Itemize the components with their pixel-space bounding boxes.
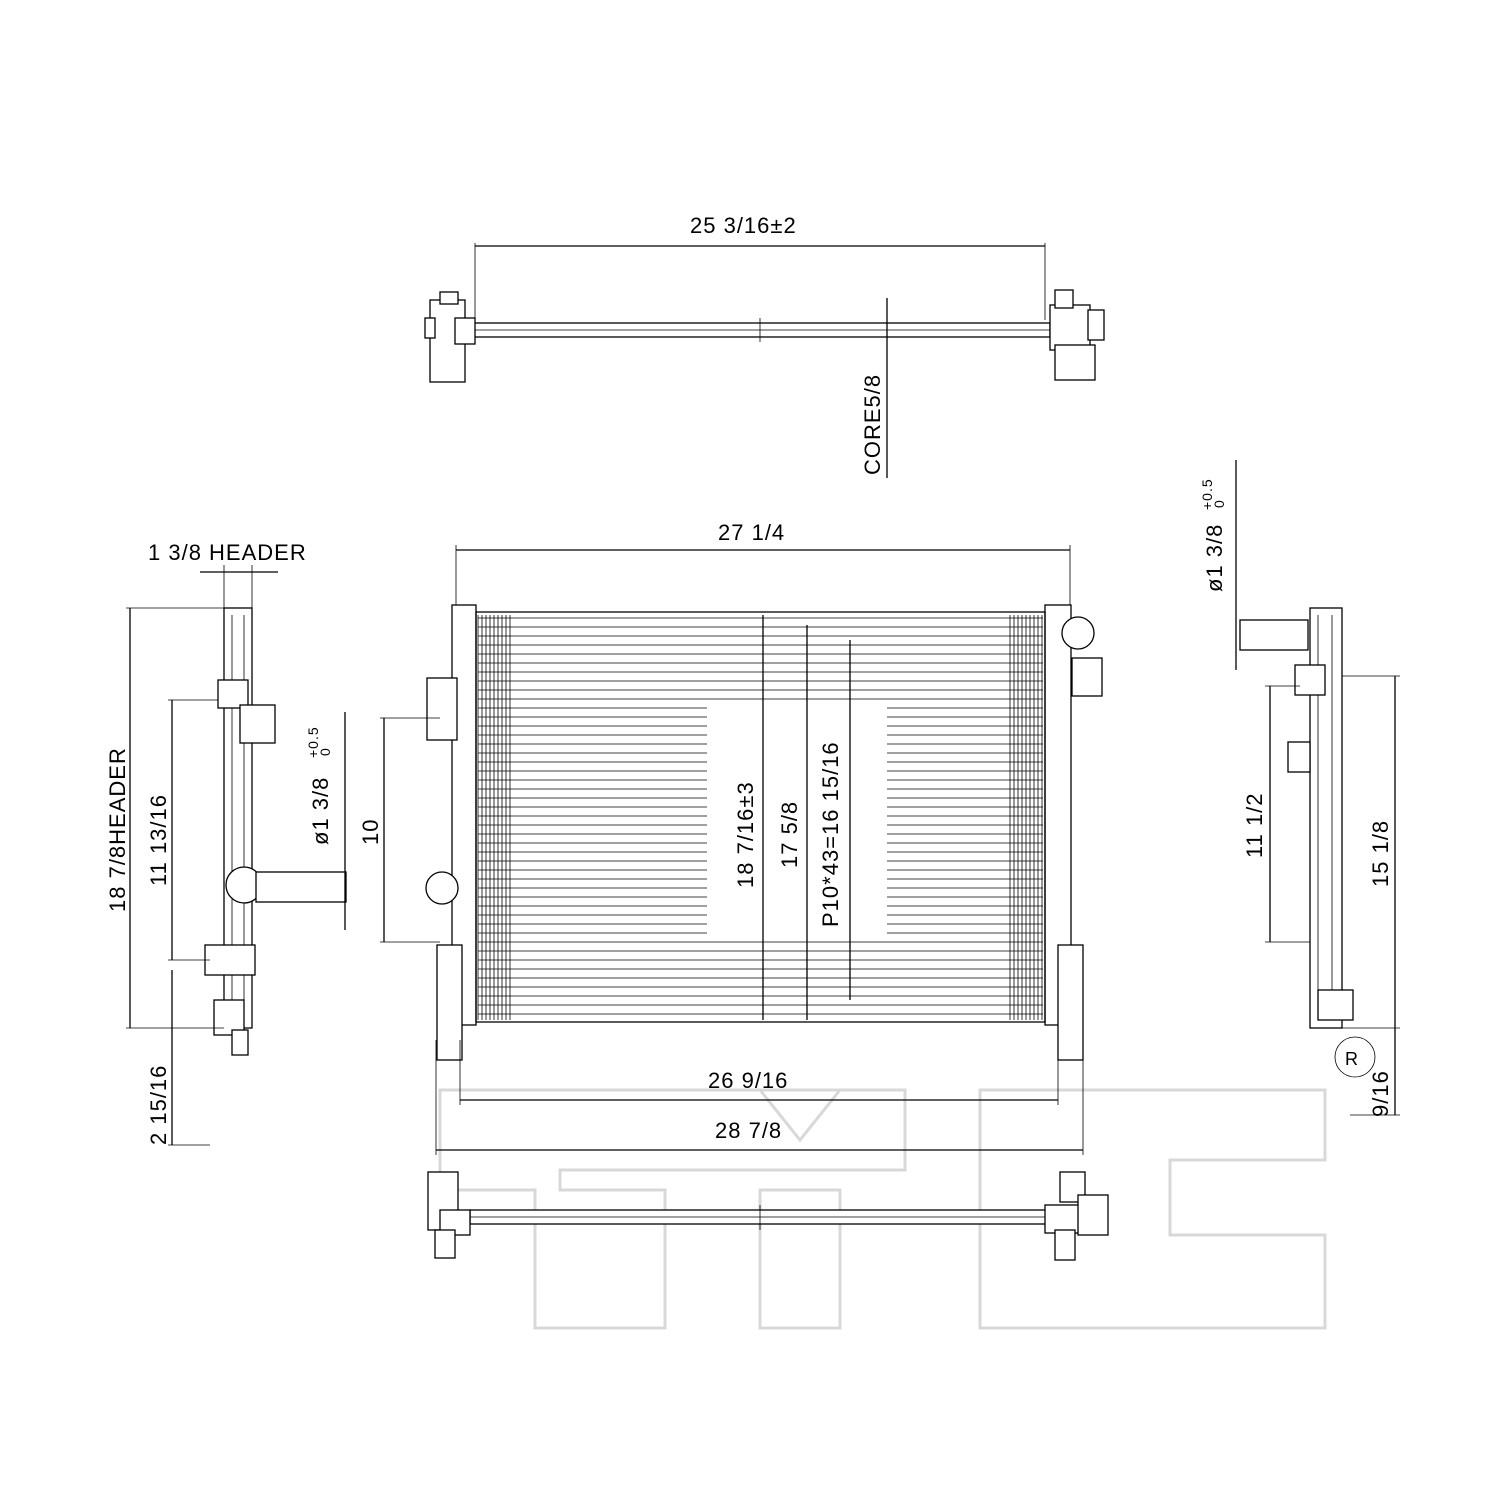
front-view: 27 1/4 18 7/16±3 17 5/8 P10*43=16 15/16 … (358, 520, 1103, 1155)
outlet-tolerance-upper: +0.5 (1199, 478, 1215, 510)
right-bottom-offset-label: 9/16 (1368, 1070, 1393, 1117)
front-left-bracket (426, 677, 458, 741)
left-inlet-pipe (255, 871, 347, 903)
header-height-label: 18 7/8HEADER (105, 747, 130, 912)
bottom-view (427, 1171, 1109, 1261)
right-outlet-pipe (1239, 619, 1309, 651)
registered-mark-circle (1334, 1036, 1376, 1078)
overall-width-label: 27 1/4 (718, 520, 785, 545)
total-width-label: 28 7/8 (715, 1118, 782, 1143)
front-core (475, 611, 1046, 1023)
core-width-label: 26 9/16 (708, 1068, 788, 1093)
tyc-watermark-logo: R (438, 1036, 1376, 1330)
core-label: CORE5/8 (860, 374, 885, 475)
right-height-label: 15 1/8 (1368, 820, 1393, 887)
front-outlet-port (1061, 616, 1095, 650)
left-side-view: 1 3/8 HEADER 18 7/8HEADER 11 13/16 ø1 3/… (105, 540, 347, 1146)
header-width-label: 1 3/8 HEADER (148, 540, 307, 565)
top-width-label: 25 3/16±2 (690, 213, 797, 238)
front-inlet-port (425, 871, 459, 905)
core-height-label: 18 7/16±3 (733, 781, 758, 888)
fin-pitch-label: P10*43=16 15/16 (818, 741, 843, 927)
top-view: 25 3/16±2 CORE5/8 (424, 213, 1105, 478)
bottom-offset-label: 2 15/16 (146, 1065, 171, 1145)
inlet-tolerance-upper: +0.5 (305, 726, 321, 758)
outlet-position-label: 11 1/2 (1242, 792, 1267, 858)
bottom-right-tank (1059, 1171, 1086, 1203)
inlet-position-label: 11 13/16 (146, 794, 171, 886)
front-left-tank (451, 604, 477, 1026)
inlet-offset-label: 10 (358, 819, 383, 845)
outlet-tolerance-lower: 0 (1211, 499, 1227, 508)
right-side-view: ø1 3/8 +0.5 0 11 1/2 15 1/8 9/16 (1199, 460, 1400, 1117)
inlet-diameter-label: ø1 3/8 (308, 777, 333, 845)
registered-mark: R (1345, 1049, 1359, 1069)
top-right-tank (1049, 304, 1091, 351)
tank-height-label: 17 5/8 (777, 801, 802, 868)
inlet-tolerance-lower: 0 (317, 747, 333, 756)
outlet-diameter-label: ø1 3/8 (1202, 524, 1227, 592)
